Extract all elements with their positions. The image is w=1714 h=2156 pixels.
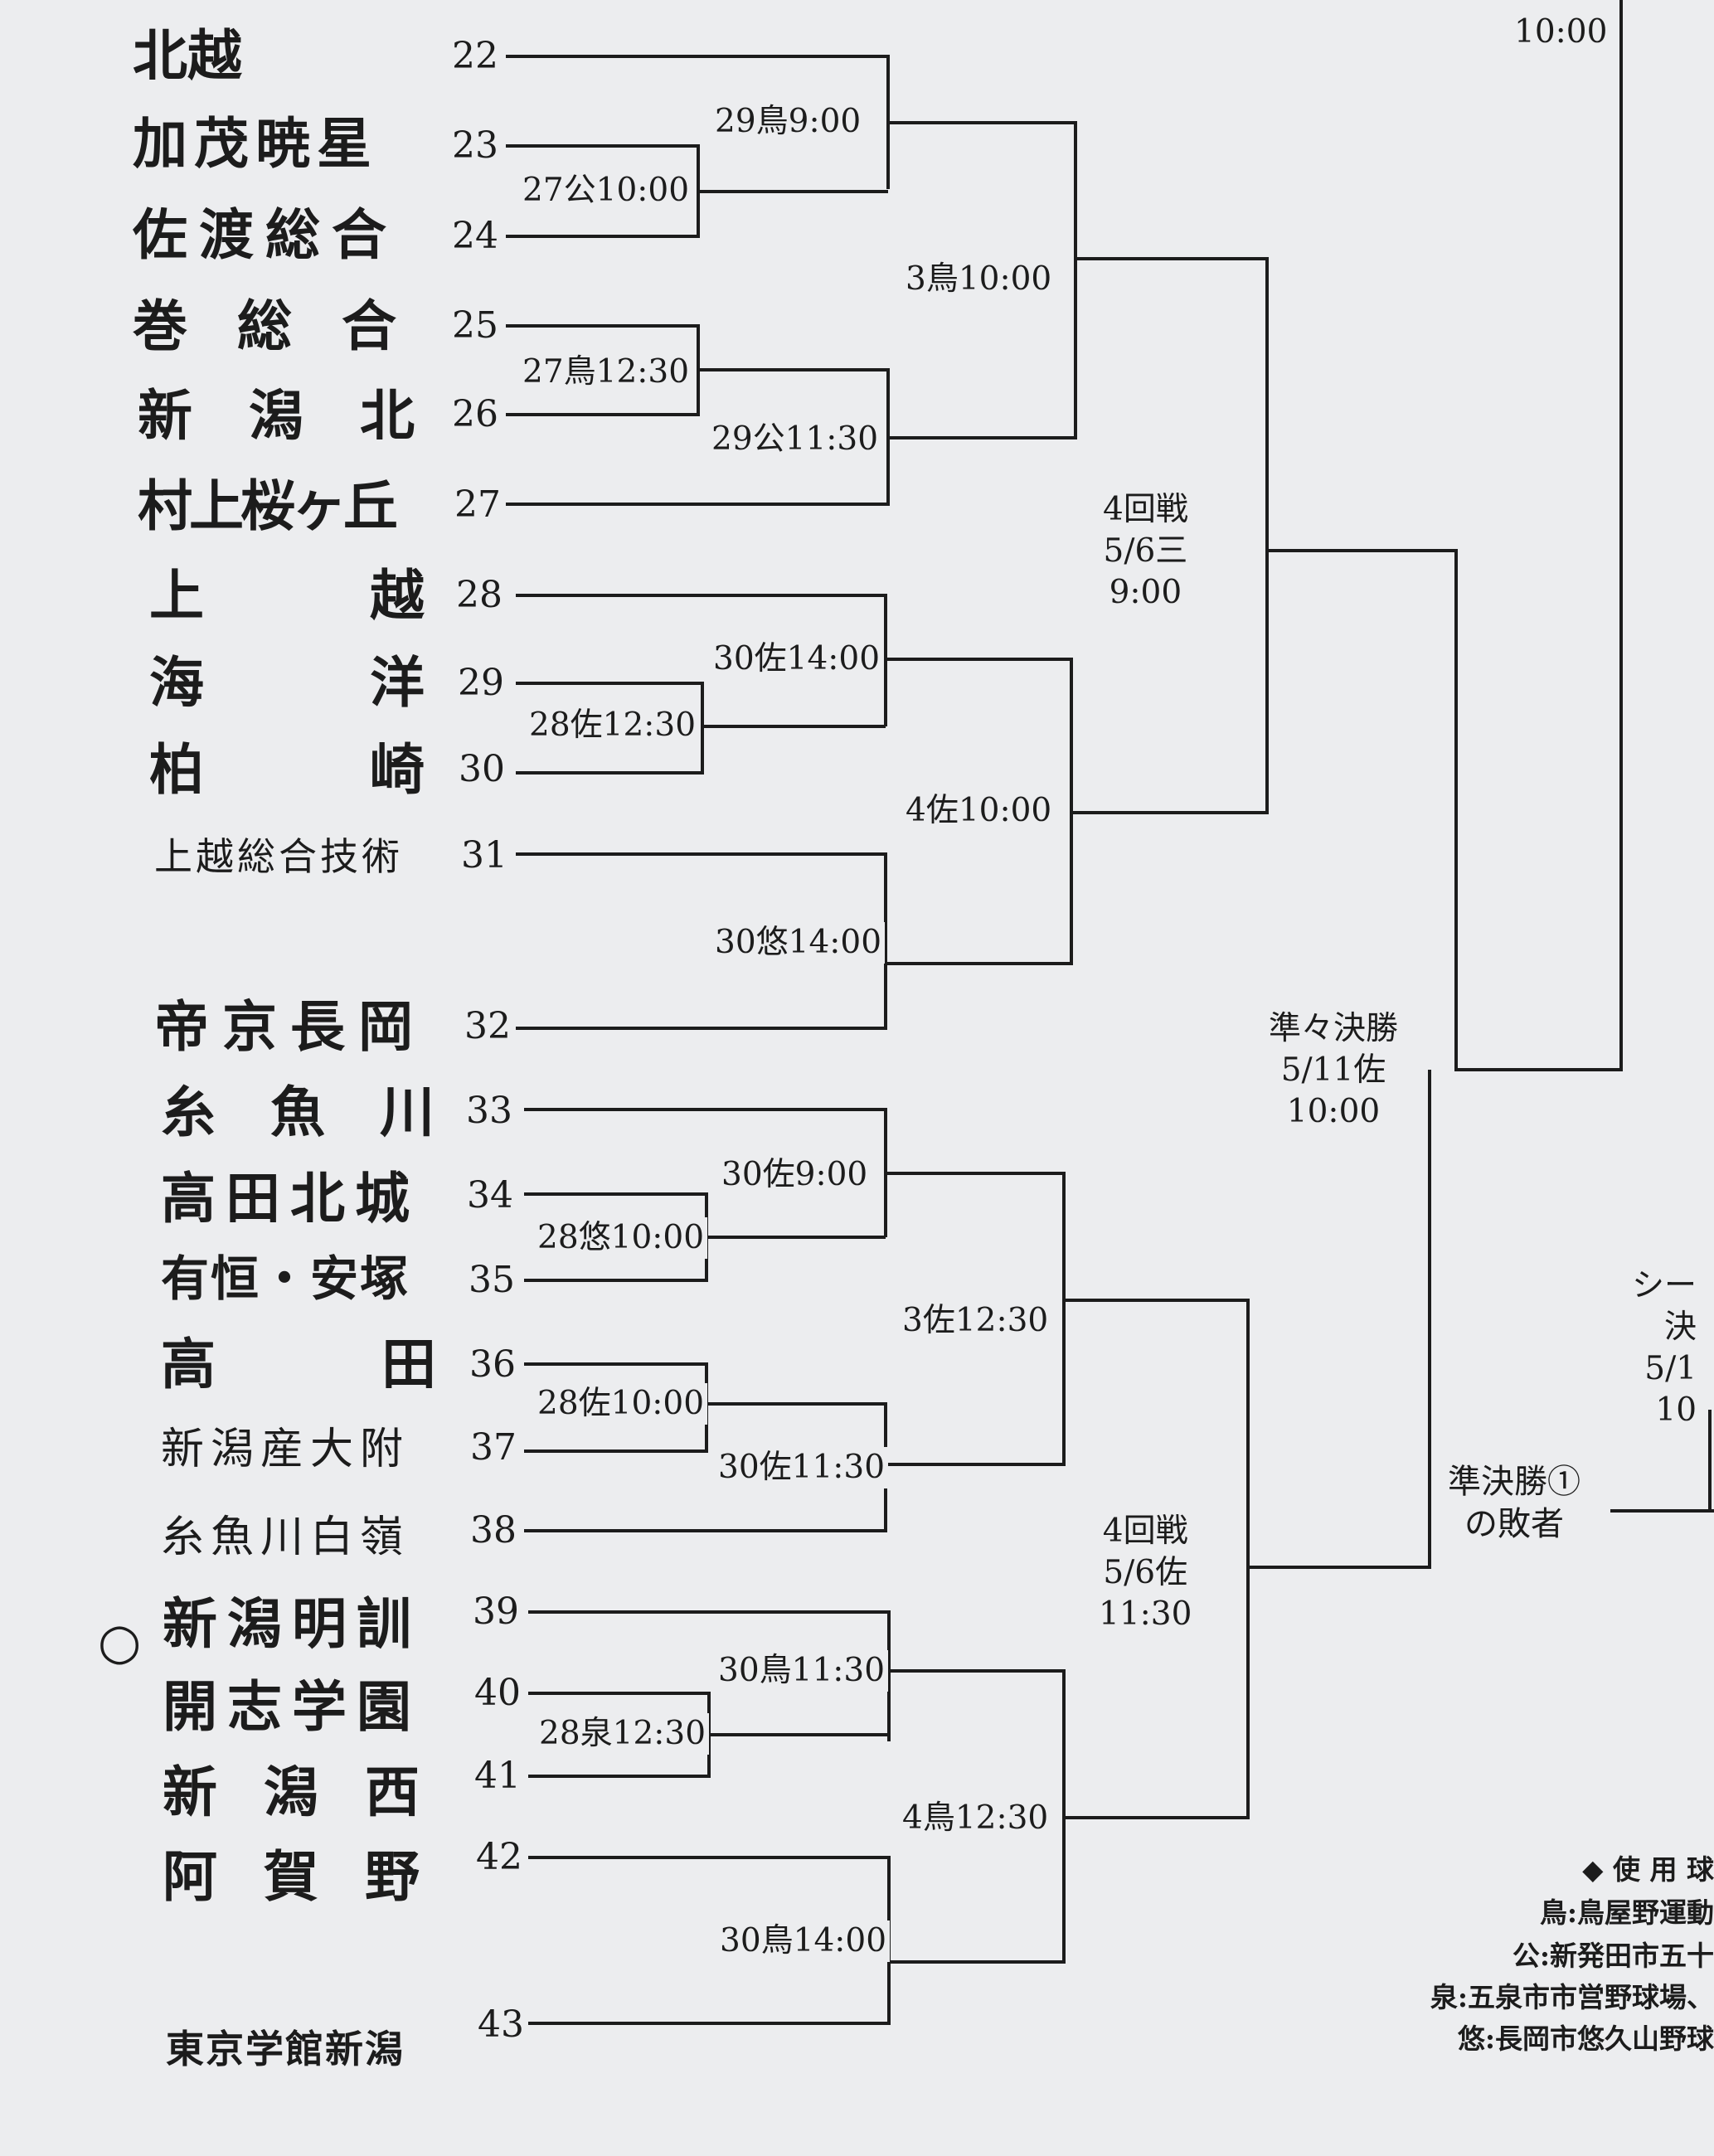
match-label: 30佐14:00: [710, 639, 884, 680]
seed-number: 34: [467, 1174, 513, 1216]
team-name: 帝京長岡: [154, 994, 426, 1059]
match-label: 30悠14:00: [711, 922, 886, 964]
match-label: 4佐10:00: [902, 790, 1056, 832]
match-label: 3鳥10:00: [902, 259, 1056, 300]
seed-number: 38: [470, 1509, 517, 1551]
seed-number: 39: [473, 1590, 519, 1633]
team-name: 上越: [149, 563, 590, 628]
team-name: 佐渡総合: [133, 202, 398, 267]
seed-number: 22: [452, 35, 498, 77]
team-name: 新潟西: [163, 1760, 466, 1824]
legend-title: ◆ 使 用 球: [1582, 1853, 1714, 1886]
match-label: 4回戦 5/6三 9:00: [1103, 491, 1188, 611]
seed-number: 40: [474, 1672, 521, 1714]
seed-number: 26: [452, 393, 498, 435]
match-label: 28佐10:00: [534, 1383, 708, 1425]
match-label: 27公10:00: [519, 170, 693, 211]
legend-line: 公:新発田市五十: [1512, 1940, 1714, 1972]
match-label: 29鳥9:00: [711, 101, 865, 143]
seed-number: 27: [454, 483, 501, 526]
team-name: 高田北城: [161, 1166, 420, 1231]
seed-number: 42: [476, 1836, 522, 1878]
team-name: 高田: [161, 1332, 602, 1396]
legend-line: 悠:長岡市悠久山野球: [1457, 2022, 1714, 2055]
team-name: 柏崎: [149, 737, 590, 802]
seed-number: 23: [452, 124, 498, 167]
team-name: 糸魚川: [161, 1080, 489, 1144]
seed-number: 25: [452, 304, 498, 347]
team-name: 上越総合技術: [154, 834, 403, 879]
match-label: 30鳥11:30: [715, 1650, 889, 1692]
team-name: 東京学館新潟: [166, 2027, 405, 2071]
match-label: 28泉12:30: [536, 1713, 710, 1755]
seed-number: 31: [461, 834, 507, 876]
match-label: 10:00: [1514, 13, 1608, 51]
team-name: 阿賀野: [163, 1844, 466, 1909]
match-label: 3佐12:30: [899, 1300, 1052, 1342]
seed-number: 28: [456, 574, 503, 616]
team-name: 有恒・安塚: [161, 1250, 410, 1307]
match-label: 30鳥14:00: [716, 1920, 891, 1962]
seed-number: 43: [478, 2003, 524, 2046]
seed-number: 24: [452, 215, 498, 257]
team-name: 糸魚川白嶺: [161, 1513, 410, 1562]
match-label: 4回戦 5/6佐 11:30: [1099, 1513, 1192, 1633]
legend-line: 鳥:鳥屋野運動: [1539, 1896, 1714, 1929]
team-name: 加茂暁星: [133, 111, 378, 176]
team-name: 新潟北: [138, 383, 471, 448]
match-label: 30佐11:30: [715, 1447, 889, 1488]
team-name: 村上桜ヶ丘: [138, 473, 398, 538]
match-label: 準々決勝 5/11佐 10:00: [1269, 1010, 1399, 1130]
seed-number: 30: [459, 748, 505, 790]
match-label: 28悠10:00: [534, 1217, 708, 1259]
seed-number: 33: [466, 1090, 512, 1132]
winner-circle-marker: ○: [98, 1613, 142, 1671]
match-label: 30佐9:00: [718, 1154, 872, 1196]
team-name: 新潟産大附: [161, 1425, 410, 1474]
match-label: 29公11:30: [708, 419, 882, 460]
team-name: 北越: [133, 23, 242, 88]
seed-number: 32: [464, 1005, 511, 1047]
team-name: 巻総合: [133, 294, 446, 358]
seed-number: 29: [458, 662, 504, 704]
seed-number: 41: [474, 1755, 521, 1797]
legend-line: 泉:五泉市市営野球場、: [1430, 1981, 1714, 2013]
match-label: 28佐12:30: [526, 705, 700, 746]
match-label: 4鳥12:30: [899, 1798, 1052, 1839]
semifinal-loser-label: 準決勝① の敗者: [1448, 1463, 1580, 1544]
seed-number: 35: [469, 1259, 515, 1301]
team-name: 開志学園: [163, 1674, 421, 1739]
team-name: 海洋: [149, 650, 590, 715]
seed-number: 37: [470, 1426, 517, 1469]
seed-decision-label: シー 決 5/1 10: [1632, 1267, 1697, 1429]
team-name: 新潟明訓: [163, 1591, 421, 1656]
seed-number: 36: [469, 1343, 516, 1386]
match-label: 27鳥12:30: [519, 352, 693, 393]
